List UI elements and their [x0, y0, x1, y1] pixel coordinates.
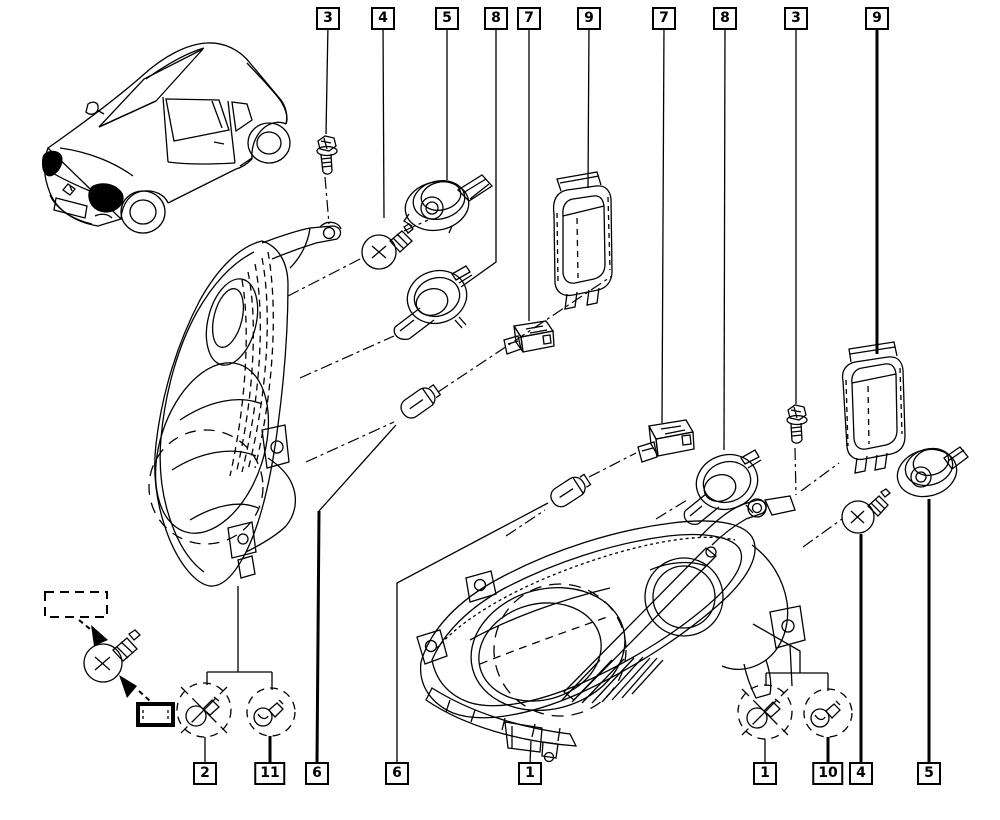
callout-box-6-bottom[interactable]: 6	[385, 762, 409, 785]
solid-box	[136, 702, 175, 727]
callout-box-3-top-left[interactable]: 3	[316, 7, 340, 30]
callout-box-8-top[interactable]: 8	[484, 7, 508, 30]
callout-box-9-top-right[interactable]: 9	[865, 7, 889, 30]
headlamp-front-view	[416, 495, 806, 763]
callout-box-3-top-right[interactable]: 3	[784, 7, 808, 30]
bulb-h4-right	[683, 449, 762, 525]
connector-left	[503, 320, 555, 355]
callout-box-2-bottom[interactable]: 2	[193, 762, 217, 785]
callout-box-8-top-right[interactable]: 8	[713, 7, 737, 30]
callout-box-9-top[interactable]: 9	[577, 7, 601, 30]
callout-box-1-bottom-right[interactable]: 1	[753, 762, 777, 785]
callout-box-10-bottom[interactable]: 10	[812, 762, 844, 785]
wedge-bulb-upper	[400, 383, 442, 419]
bulb-options-left	[176, 682, 296, 738]
bulb-holder-right	[896, 446, 969, 498]
callout-box-4-top[interactable]: 4	[371, 7, 395, 30]
dashed-box	[44, 591, 108, 618]
bulb-holder-left	[403, 174, 493, 234]
bulb-supply-note	[44, 591, 175, 727]
leader-lines-thick	[268, 24, 931, 764]
wedge-bulb-lower	[550, 473, 592, 508]
car-headlamp-left-black	[42, 150, 63, 177]
callout-box-7-top-right[interactable]: 7	[652, 7, 676, 30]
callout-box-1-bottom-left[interactable]: 1	[518, 762, 542, 785]
bulb-p21-right	[841, 488, 891, 534]
cover-right	[841, 341, 906, 474]
bulb-options-right	[737, 684, 853, 740]
screw-left	[316, 135, 338, 175]
callout-box-11-bottom[interactable]: 11	[254, 762, 286, 785]
callout-box-6-bottom-left[interactable]: 6	[305, 762, 329, 785]
arrow-up-icon	[119, 675, 137, 698]
car-headlamp-right-black	[88, 183, 124, 213]
car-illustration	[42, 42, 291, 234]
connector-right	[637, 419, 695, 463]
callout-box-5-top[interactable]: 5	[435, 7, 459, 30]
arrow-down-icon	[91, 625, 108, 646]
cover-left	[552, 171, 613, 310]
callout-box-4-bottom[interactable]: 4	[849, 762, 873, 785]
bulb-h4-left	[393, 265, 473, 340]
leader-lines-thin	[204, 23, 829, 764]
bulb-p21-left	[361, 223, 414, 270]
screw-right	[786, 404, 808, 444]
headlamp-rear-view	[148, 221, 342, 587]
assembly-axis-lines	[287, 176, 843, 548]
callout-box-5-bottom[interactable]: 5	[917, 762, 941, 785]
callout-box-7-top[interactable]: 7	[517, 7, 541, 30]
